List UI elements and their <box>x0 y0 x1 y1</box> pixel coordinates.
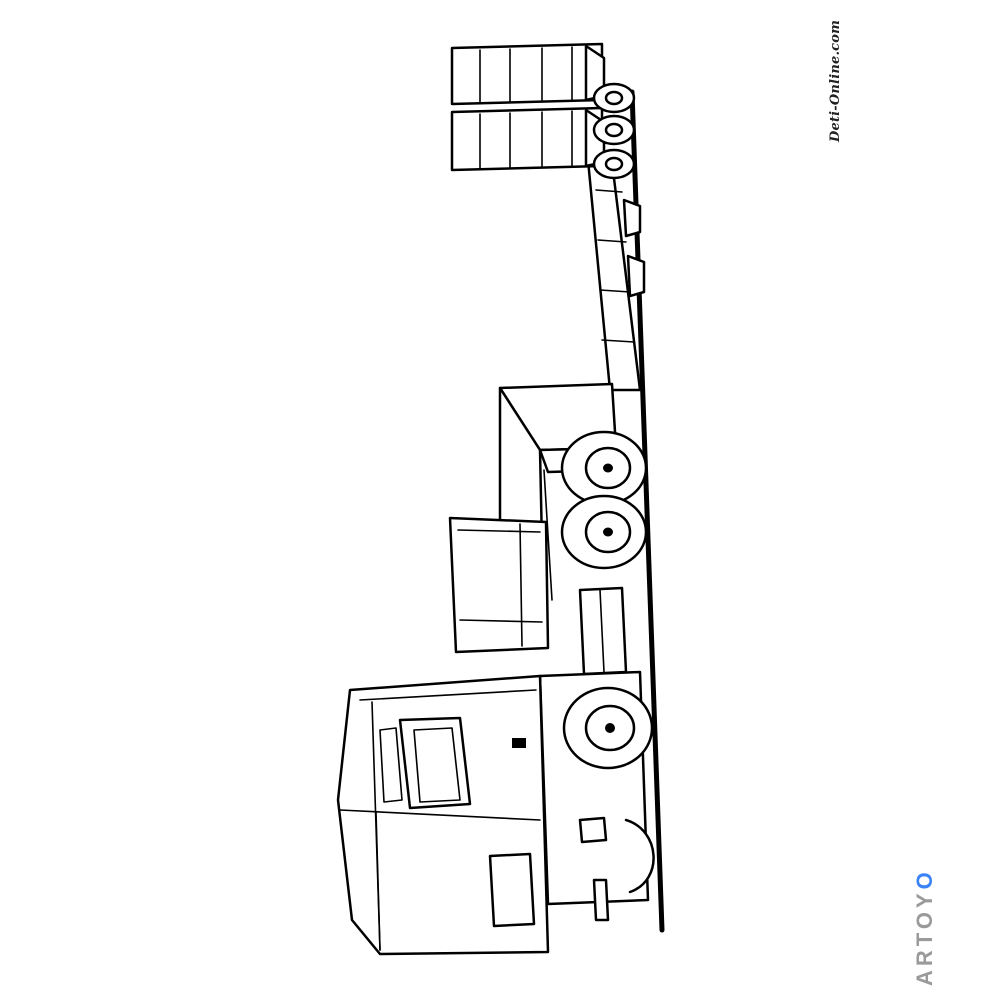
cargo-box-bottom <box>450 106 606 172</box>
front-trailer <box>448 382 648 654</box>
rear-trailer <box>450 42 646 392</box>
trailer-wheel-rear <box>560 430 648 506</box>
logo-text-accent: O <box>912 868 937 890</box>
dump-flap <box>448 516 550 654</box>
truck-cab <box>336 670 655 956</box>
logo-text-main: ARTOY <box>912 889 937 986</box>
cab-wheel <box>562 686 654 770</box>
artoyo-logo: ARTOYO <box>912 868 942 986</box>
cargo-box-top <box>450 42 606 106</box>
site-watermark: Deti-Online.com <box>828 19 843 142</box>
trailer-wheel-front <box>560 494 648 570</box>
log-rolls <box>592 82 636 180</box>
